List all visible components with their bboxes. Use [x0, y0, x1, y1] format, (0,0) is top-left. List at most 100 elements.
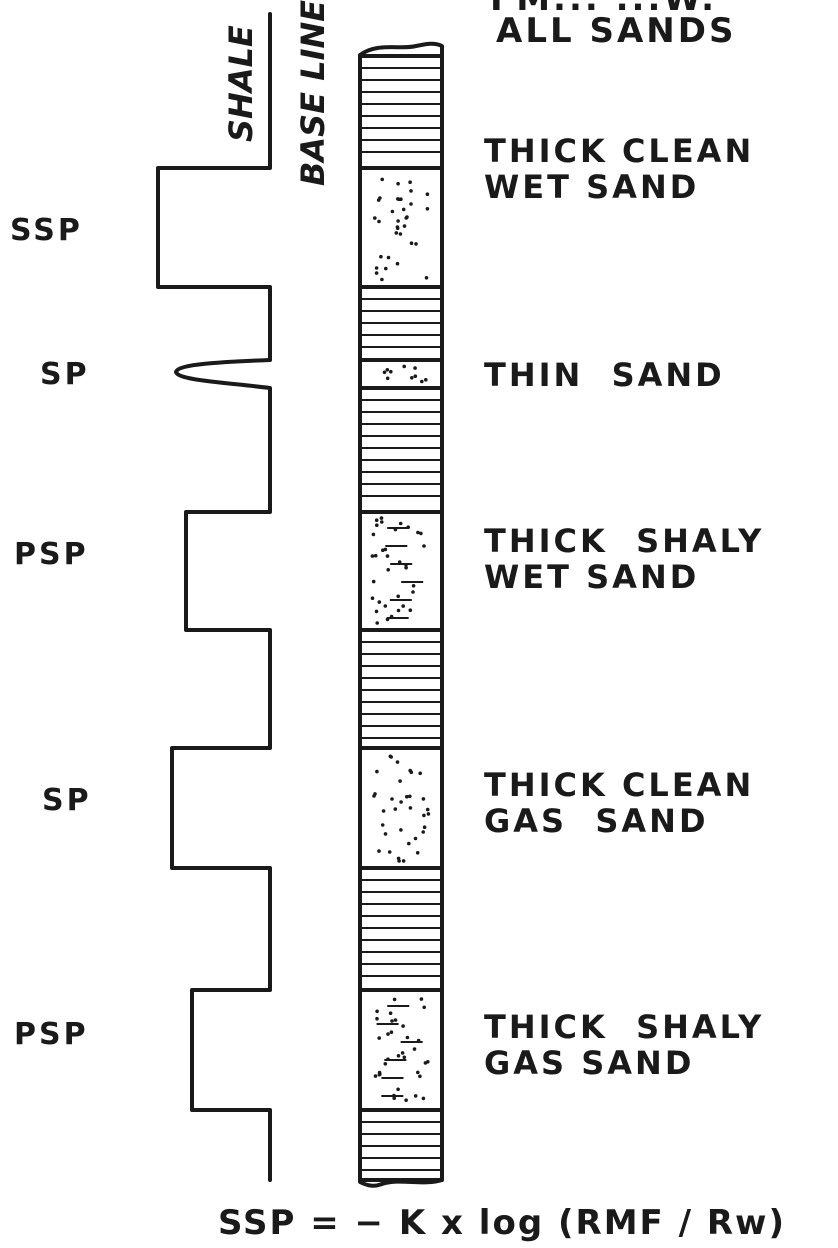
sand-dot — [425, 807, 430, 812]
sand-dot — [386, 568, 391, 572]
sand-dot — [413, 836, 418, 841]
sand-dot — [416, 1070, 420, 1075]
sand-dot — [401, 1024, 405, 1028]
sand-dot — [420, 379, 424, 384]
sand-dot — [401, 207, 406, 212]
sand-dot — [416, 530, 420, 535]
sand-dot — [379, 516, 384, 520]
sand-dot — [399, 828, 403, 832]
sand-dot — [424, 378, 428, 382]
sand-dot — [410, 376, 414, 380]
sand-dot — [408, 794, 412, 799]
sand-dot — [396, 1054, 401, 1058]
sand-dot — [404, 565, 408, 570]
sand-dot — [385, 554, 390, 558]
sand-dot — [398, 232, 403, 236]
sand-dot — [395, 760, 400, 764]
base-line-label: BASE LINE — [294, 0, 332, 186]
sand-dot — [383, 1062, 388, 1066]
sand-dot — [390, 1019, 394, 1023]
sand-dot — [374, 271, 379, 275]
sand-dot — [392, 1096, 397, 1100]
deflection-label-sp-gas: SP — [42, 783, 92, 818]
sand-dot — [426, 1060, 430, 1064]
sand-dot — [397, 197, 402, 202]
sand-dot — [408, 806, 413, 810]
bed-label-3-line2: WET SAND — [484, 558, 699, 596]
sand-dot — [419, 997, 424, 1001]
sand-dot — [392, 997, 397, 1002]
deflection-label-sp-thin: SP — [40, 357, 90, 392]
sand-dot — [412, 1047, 417, 1051]
sand-dot — [421, 830, 426, 834]
sand-dot — [377, 219, 381, 224]
sand-dot — [389, 369, 393, 374]
cut-title: FM... ...W. — [490, 0, 717, 19]
sand-dot — [401, 859, 406, 863]
sand-dot — [393, 807, 398, 811]
bed-label-5-line2: GAS SAND — [484, 1044, 694, 1082]
bed-label-4-line2: GAS SAND — [484, 802, 709, 840]
lithology-column — [358, 41, 444, 1188]
sand-dot — [393, 1018, 398, 1022]
sand-dot — [371, 579, 376, 584]
sand-dot — [397, 859, 401, 863]
sand-dot — [422, 825, 427, 829]
sand-dot — [380, 823, 385, 827]
sand-dot — [413, 1094, 418, 1098]
sand-dot — [411, 590, 415, 594]
sand-dot — [408, 180, 412, 184]
sand-dot — [374, 518, 379, 522]
sand-dot — [411, 584, 416, 588]
sp-curve — [156, 12, 272, 1182]
sand-dot — [409, 241, 414, 245]
sand-dot — [370, 554, 375, 558]
sand-dot — [409, 189, 413, 193]
sand-dot — [399, 800, 403, 804]
shale-bands — [362, 67, 440, 1171]
sand-dot — [371, 532, 376, 537]
deflection-label-ssp: SSP — [10, 213, 83, 248]
sand-dot — [381, 548, 385, 552]
sand-dot — [389, 755, 394, 759]
sand-dot — [396, 1087, 400, 1092]
sand-dot — [375, 523, 379, 527]
sand-dot — [426, 812, 431, 816]
sand-dot — [425, 207, 430, 211]
sand-dot — [375, 621, 380, 625]
sand-dot — [384, 266, 388, 271]
sand-dot — [402, 364, 407, 369]
sand-dot — [373, 1074, 378, 1078]
sand-dot — [380, 277, 384, 282]
sand-dot — [396, 219, 400, 223]
sand-dot — [385, 376, 390, 381]
shaly-marks — [376, 527, 424, 1097]
sand-dot — [375, 1016, 379, 1021]
bed-label-3-line1: THICK SHALY — [484, 522, 764, 560]
bed-label-1-line1: THICK CLEAN — [484, 132, 754, 170]
sand-dot — [418, 771, 423, 776]
sand-dot — [414, 242, 418, 246]
sand-dot — [415, 851, 420, 855]
sand-dot — [382, 370, 387, 375]
sand-dot — [402, 1055, 407, 1060]
sand-dot — [386, 255, 391, 260]
sand-dot — [390, 797, 394, 801]
sand-dot — [375, 1009, 379, 1014]
sand-dots — [370, 177, 431, 1102]
sand-dot — [377, 1036, 382, 1040]
sand-dot — [394, 231, 399, 235]
sand-dot — [383, 604, 388, 608]
sand-dot — [421, 797, 426, 801]
sand-dot — [401, 604, 406, 608]
sand-dot — [400, 1051, 405, 1055]
sand-dot — [373, 553, 378, 558]
sand-dot — [386, 1032, 390, 1036]
sand-dot — [374, 266, 379, 270]
ssp-formula: SSP = − K x log (RMF / Rw) — [218, 1203, 786, 1243]
sand-dot — [422, 544, 426, 548]
sand-dot — [422, 1005, 427, 1010]
sand-dot — [404, 1098, 408, 1102]
sand-dot — [402, 224, 407, 228]
